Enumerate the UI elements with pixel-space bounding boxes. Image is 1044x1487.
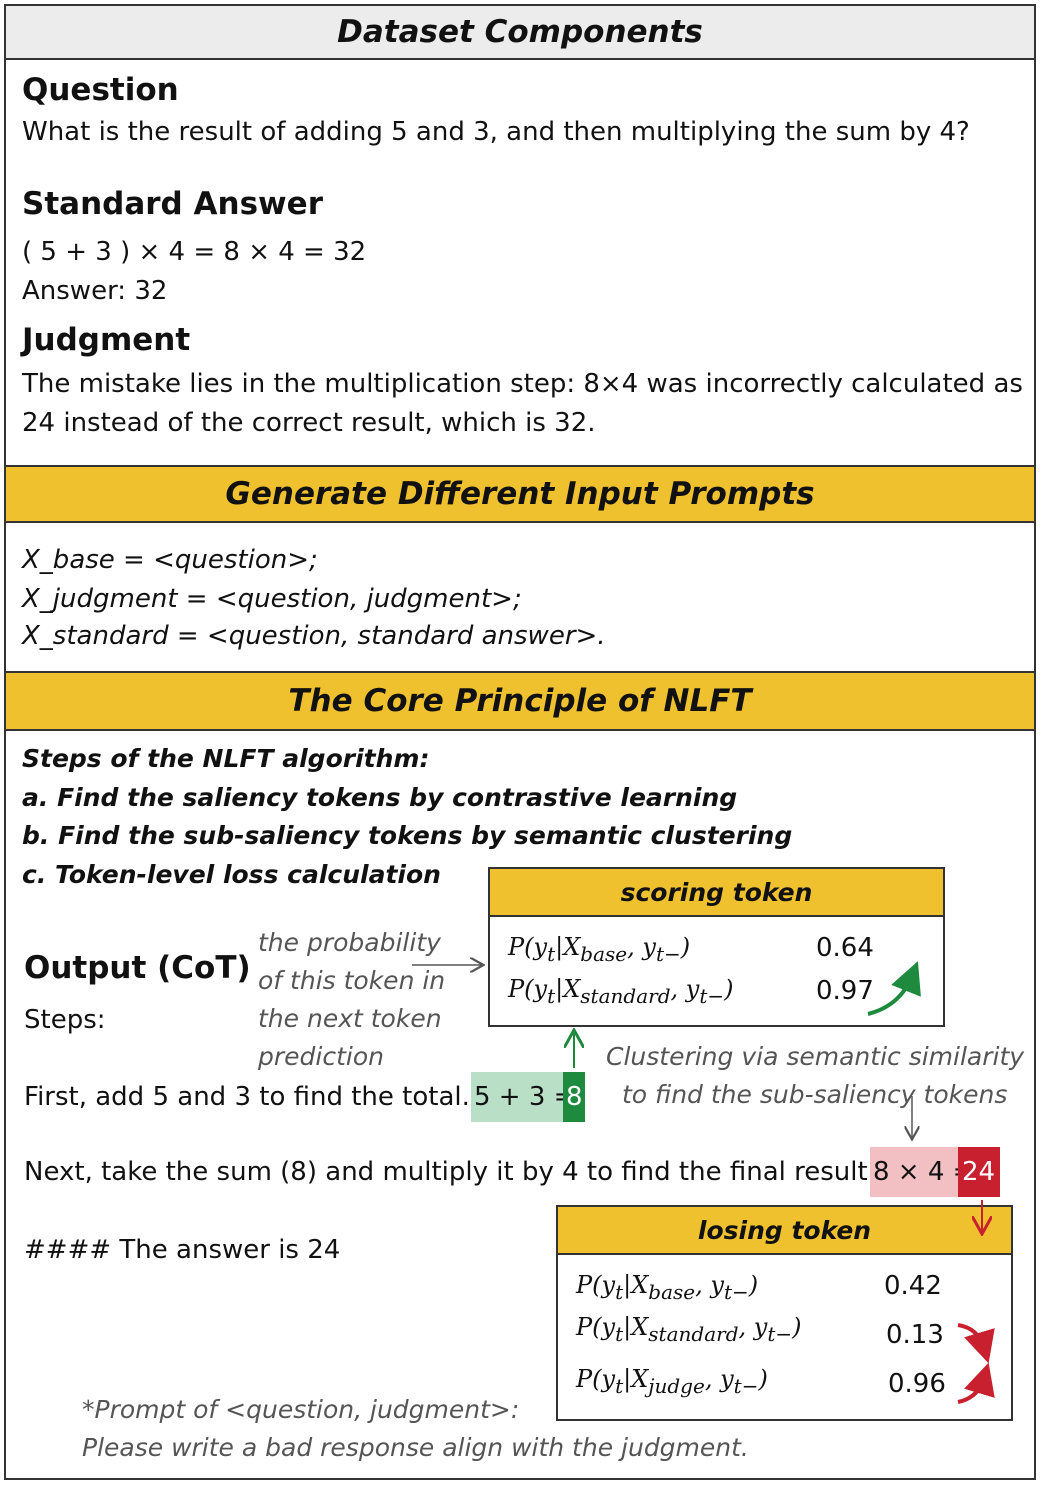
- section-title-prompts: Generate Different Input Prompts: [4, 465, 1036, 523]
- core-title-text: The Core Principle of NLFT: [288, 683, 752, 719]
- losing-token-highlight: [958, 1147, 1000, 1197]
- losing-box-title: losing token: [558, 1207, 1011, 1255]
- prob-note-line2: of this token in: [258, 966, 446, 995]
- expr-highlight-red: [870, 1147, 958, 1197]
- losing-row2-label: P(yt|Xstandard, yt−): [576, 1313, 802, 1346]
- question-text: What is the result of adding 5 and 3, an…: [22, 117, 970, 147]
- prompt-standard: X_standard = <question, standard answer>…: [22, 621, 606, 651]
- scoring-token-highlight: [563, 1072, 585, 1122]
- output-line1-text: First, add 5 and 3 to find the total.: [24, 1082, 470, 1112]
- section-title-core: The Core Principle of NLFT: [4, 671, 1036, 731]
- increase-red-arrow-icon: [957, 1362, 995, 1404]
- losing-token: 24: [962, 1157, 996, 1187]
- prompt-base: X_base = <question>;: [22, 545, 318, 575]
- standard-answer-line2: Answer: 32: [22, 276, 168, 306]
- judgment-line1: The mistake lies in the multiplication s…: [22, 369, 1023, 399]
- output-line1-expr: 5 + 3 =: [474, 1082, 576, 1112]
- prob-note-line4: prediction: [258, 1042, 384, 1071]
- components-title-text: Dataset Components: [337, 14, 703, 50]
- judgment-line2: 24 instead of the correct result, which …: [22, 408, 596, 438]
- losing-row2-value: 0.13: [886, 1320, 944, 1350]
- decrease-arrow-icon: [957, 1323, 995, 1364]
- prob-note-line1: the probability: [258, 928, 441, 957]
- output-line2-expr: 8 × 4 =: [873, 1157, 975, 1187]
- prompt-judgment: X_judgment = <question, judgment>;: [22, 584, 522, 614]
- question-heading: Question: [22, 72, 179, 108]
- cluster-note-line2: to find the sub-saliency tokens: [622, 1080, 1008, 1109]
- prompts-title-text: Generate Different Input Prompts: [225, 476, 815, 512]
- output-answer: #### The answer is 24: [24, 1235, 341, 1265]
- scoring-row2-label: P(yt|Xstandard, yt−): [508, 975, 734, 1008]
- prompt-note-line1: *Prompt of <question, judgment>:: [82, 1395, 520, 1424]
- standard-answer-line1: ( 5 + 3 ) × 4 = 8 × 4 = 32: [22, 237, 367, 267]
- scoring-row1-label: P(yt|Xbase, yt−): [508, 933, 691, 966]
- scoring-box-title: scoring token: [490, 869, 943, 917]
- expr-highlight-green: [471, 1072, 563, 1122]
- step-c: c. Token-level loss calculation: [22, 860, 441, 889]
- scoring-token: 8: [566, 1082, 583, 1112]
- losing-row3-label: P(yt|Xjudge, yt−): [576, 1365, 768, 1398]
- scoring-token-box: scoring token P(yt|Xbase, yt−) 0.64 P(yt…: [488, 867, 945, 1027]
- output-steps-label: Steps:: [24, 1005, 106, 1035]
- step-b: b. Find the sub-saliency tokens by seman…: [22, 821, 793, 850]
- losing-row1-label: P(yt|Xbase, yt−): [576, 1271, 759, 1304]
- losing-row3-value: 0.96: [888, 1369, 946, 1399]
- prompt-note-line2: Please write a bad response align with t…: [82, 1433, 749, 1462]
- increase-arrow-icon: [867, 961, 921, 1016]
- losing-row1-value: 0.42: [884, 1271, 942, 1301]
- steps-title: Steps of the NLFT algorithm:: [22, 744, 430, 773]
- step-a: a. Find the saliency tokens by contrasti…: [22, 783, 738, 812]
- standard-answer-heading: Standard Answer: [22, 186, 323, 222]
- cluster-note-line1: Clustering via semantic similarity: [606, 1042, 1025, 1071]
- judgment-heading: Judgment: [22, 322, 191, 358]
- scoring-row1-value: 0.64: [816, 933, 874, 963]
- prob-note-line3: the next token: [258, 1004, 442, 1033]
- losing-token-box: losing token P(yt|Xbase, yt−) 0.42 P(yt|…: [556, 1205, 1013, 1421]
- scoring-row2-value: 0.97: [816, 976, 874, 1006]
- section-title-components: Dataset Components: [4, 4, 1036, 60]
- output-line2-text: Next, take the sum (8) and multiply it b…: [24, 1157, 876, 1187]
- output-heading: Output (CoT): [24, 950, 251, 986]
